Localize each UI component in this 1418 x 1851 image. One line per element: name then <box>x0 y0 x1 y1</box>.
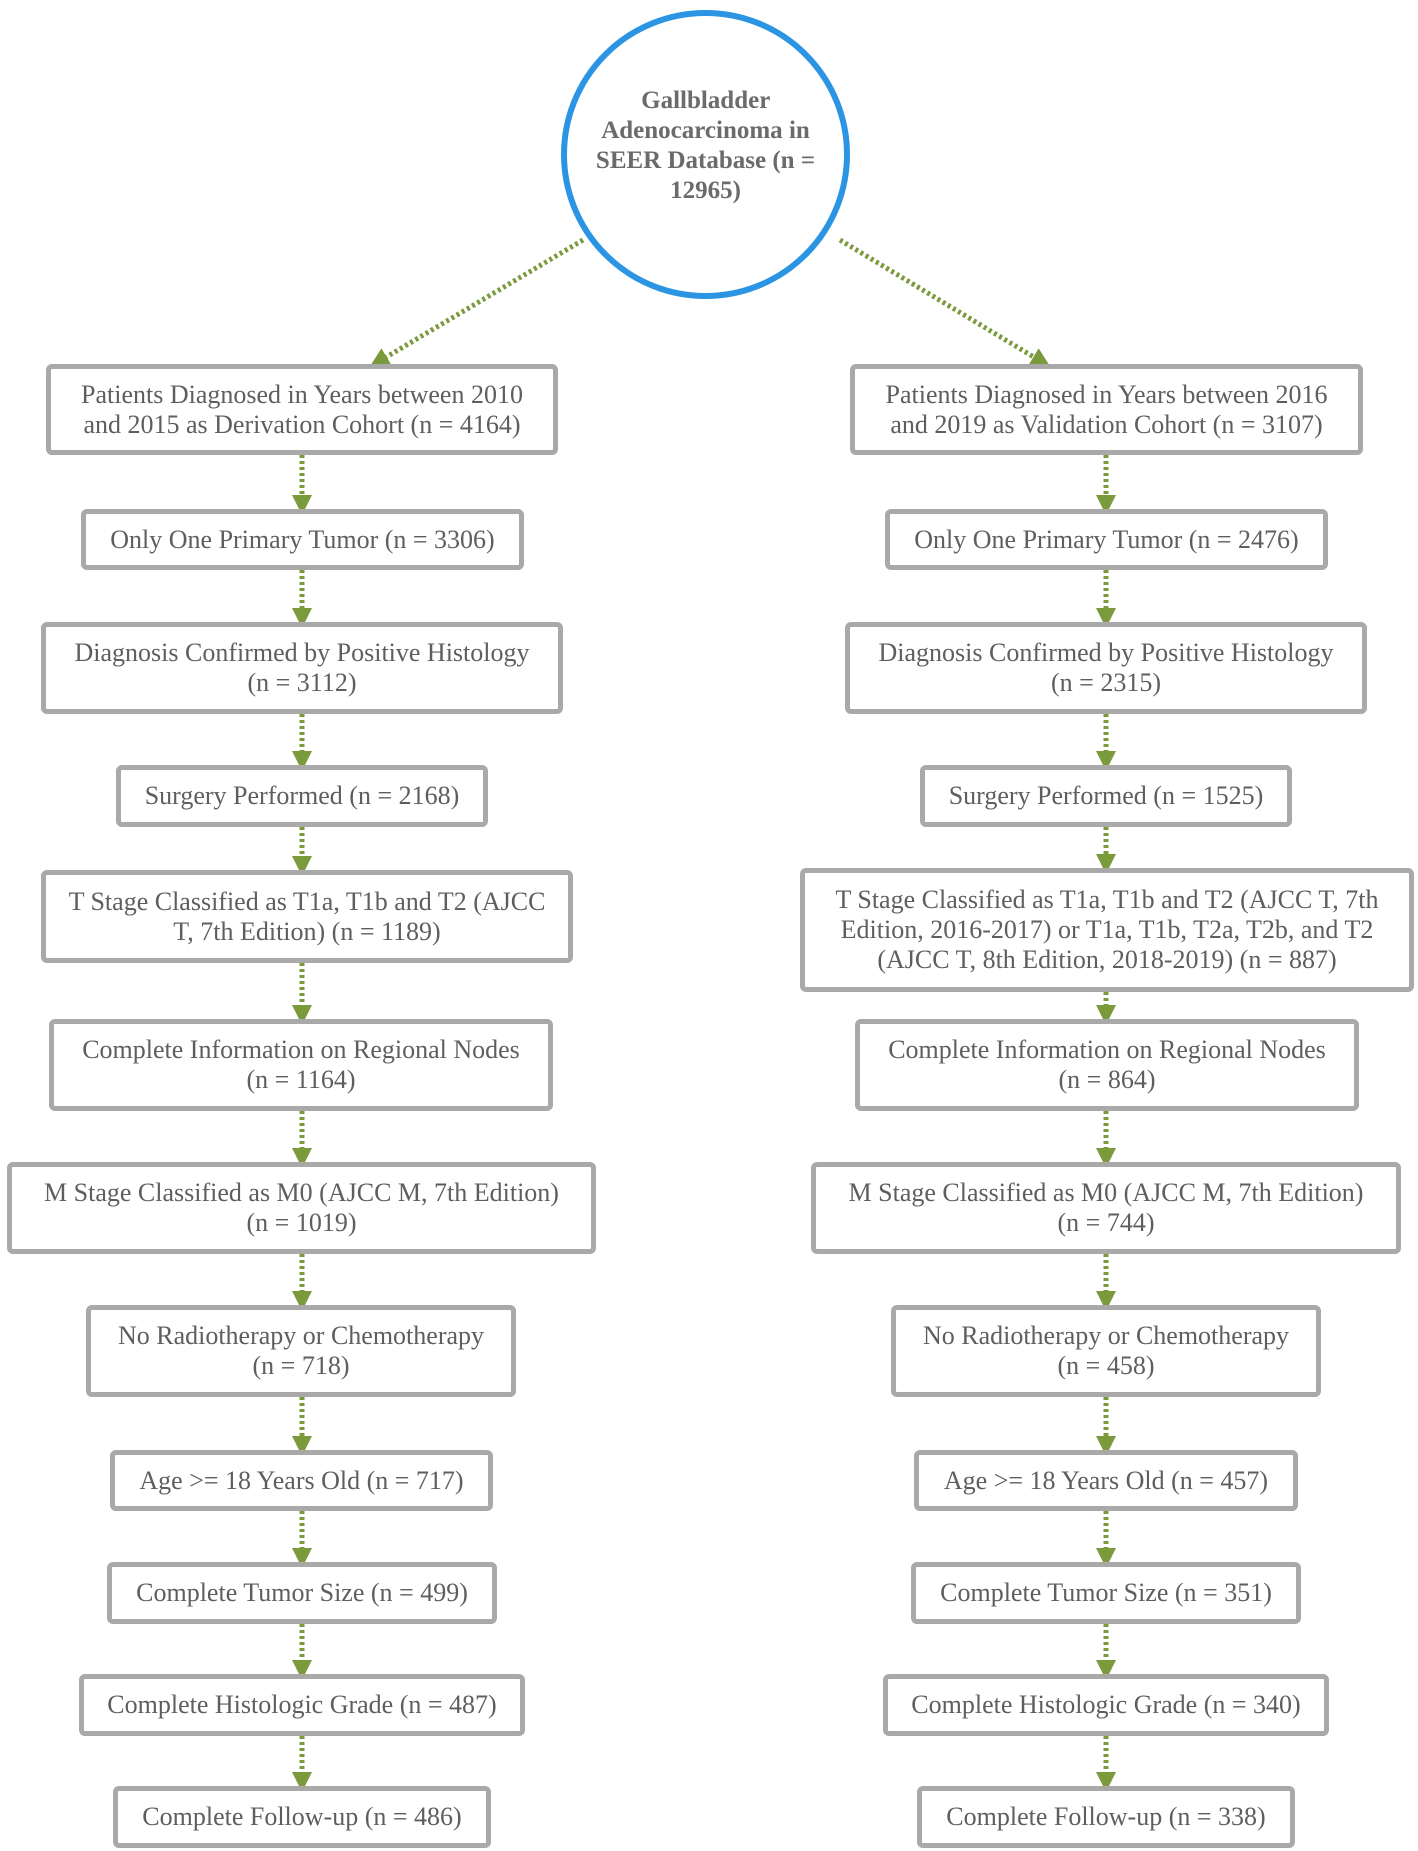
left-histologic-grade-box: Complete Histologic Grade (n = 487) <box>79 1674 525 1736</box>
box-line: (n = 1164) <box>246 1065 356 1094</box>
box-line: Patients Diagnosed in Years between 2016 <box>885 379 1328 409</box>
right-age-box: Age >= 18 Years Old (n = 457) <box>914 1450 1298 1511</box>
box-line: T, 7th Edition) (n = 1189) <box>173 916 441 946</box>
left-surgery-box: Surgery Performed (n = 2168) <box>116 765 488 827</box>
left-t-stage-box: T Stage Classified as T1a, T1b and T2 (A… <box>41 870 573 963</box>
right-t-stage-box: T Stage Classified as T1a, T1b and T2 (A… <box>800 868 1414 992</box>
right-cohort-box: Patients Diagnosed in Years between 2016… <box>850 364 1363 455</box>
left-age-box: Age >= 18 Years Old (n = 717) <box>110 1450 493 1511</box>
box-line: T Stage Classified as T1a, T1b and T2 (A… <box>835 885 1379 914</box>
box-line: and 2019 as Validation Cohort (n = 3107) <box>890 409 1323 439</box>
box-line: Complete Histologic Grade (n = 487) <box>107 1690 497 1719</box>
box-line: No Radiotherapy or Chemotherapy <box>922 1321 1290 1350</box>
box-line: Age >= 18 Years Old (n = 457) <box>943 1465 1269 1495</box>
box-line: (AJCC T, 8th Edition, 2018-2019) (n = 88… <box>877 945 1337 974</box>
right-m-stage-box: M Stage Classified as M0 (AJCC M, 7th Ed… <box>811 1162 1401 1254</box>
box-line: (n = 2315) <box>1051 668 1161 697</box>
right-histology-box: Diagnosis Confirmed by Positive Histolog… <box>845 622 1367 714</box>
left-m-stage-box: M Stage Classified as M0 (AJCC M, 7th Ed… <box>7 1162 596 1254</box>
box-line: (n = 458) <box>1057 1351 1155 1380</box>
left-cohort-box: Patients Diagnosed in Years between 2010… <box>46 364 558 455</box>
box-line: (n = 1019) <box>246 1208 357 1237</box>
root-to-left-arrow <box>369 237 585 368</box>
left-follow-up-box: Complete Follow-up (n = 486) <box>113 1786 491 1848</box>
box-line: Patients Diagnosed in Years between 2010 <box>81 379 523 409</box>
box-line: Diagnosis Confirmed by Positive Histolog… <box>878 638 1334 667</box>
box-line: Complete Tumor Size (n = 499) <box>136 1578 468 1607</box>
box-line: Age >= 18 Years Old (n = 717) <box>139 1465 464 1495</box>
root-line: (n = 12965) <box>670 146 816 204</box>
box-line: Complete Follow-up (n = 486) <box>142 1802 462 1831</box>
right-follow-up-box: Complete Follow-up (n = 338) <box>917 1786 1295 1848</box>
root-node: Gallbladder Adenocarcinoma in SEER Datab… <box>561 10 850 299</box>
box-line: Complete Information on Regional Nodes <box>82 1035 520 1064</box>
right-regional-nodes-box: Complete Information on Regional Nodes(n… <box>855 1019 1359 1111</box>
left-regional-nodes-box: Complete Information on Regional Nodes(n… <box>49 1019 553 1111</box>
box-line: and 2015 as Derivation Cohort (n = 4164) <box>83 409 521 439</box>
box-line: M Stage Classified as M0 (AJCC M, 7th Ed… <box>848 1178 1364 1207</box>
box-line: Complete Follow-up (n = 338) <box>946 1802 1266 1831</box>
root-to-right-arrow <box>838 237 1051 368</box>
box-line: Complete Information on Regional Nodes <box>888 1035 1326 1064</box>
box-line: Edition, 2016-2017) or T1a, T1b, T2a, T2… <box>840 915 1374 944</box>
box-line: (n = 3112) <box>247 668 357 697</box>
right-tumor-size-box: Complete Tumor Size (n = 351) <box>911 1562 1301 1624</box>
root-line: Adenocarcinoma <box>601 116 783 144</box>
box-line: Only One Primary Tumor (n = 3306) <box>110 524 495 554</box>
root-line: Gallbladder <box>641 86 770 114</box>
left-no-therapy-box: No Radiotherapy or Chemotherapy(n = 718) <box>86 1305 516 1397</box>
box-line: M Stage Classified as M0 (AJCC M, 7th Ed… <box>44 1178 559 1207</box>
root-line: in SEER Database <box>595 116 810 174</box>
right-no-therapy-box: No Radiotherapy or Chemotherapy(n = 458) <box>891 1305 1321 1397</box>
left-primary-tumor-box: Only One Primary Tumor (n = 3306) <box>81 509 524 570</box>
box-line: Complete Histologic Grade (n = 340) <box>911 1690 1301 1719</box>
box-line: (n = 718) <box>252 1351 350 1380</box>
box-line: Only One Primary Tumor (n = 2476) <box>914 524 1299 554</box>
right-surgery-box: Surgery Performed (n = 1525) <box>920 765 1292 827</box>
box-line: (n = 744) <box>1057 1208 1155 1237</box>
root-label: Gallbladder Adenocarcinoma in SEER Datab… <box>591 86 821 206</box>
left-histology-box: Diagnosis Confirmed by Positive Histolog… <box>41 622 563 714</box>
box-line: (n = 864) <box>1058 1065 1156 1094</box>
box-line: No Radiotherapy or Chemotherapy <box>117 1321 485 1350</box>
box-line: Complete Tumor Size (n = 351) <box>940 1578 1272 1607</box>
right-primary-tumor-box: Only One Primary Tumor (n = 2476) <box>885 509 1328 570</box>
box-line: Surgery Performed (n = 2168) <box>144 781 460 810</box>
box-line: Diagnosis Confirmed by Positive Histolog… <box>74 638 530 667</box>
right-histologic-grade-box: Complete Histologic Grade (n = 340) <box>883 1674 1329 1736</box>
box-line: Surgery Performed (n = 1525) <box>948 781 1264 810</box>
left-tumor-size-box: Complete Tumor Size (n = 499) <box>107 1562 497 1624</box>
box-line: T Stage Classified as T1a, T1b and T2 (A… <box>68 886 546 916</box>
